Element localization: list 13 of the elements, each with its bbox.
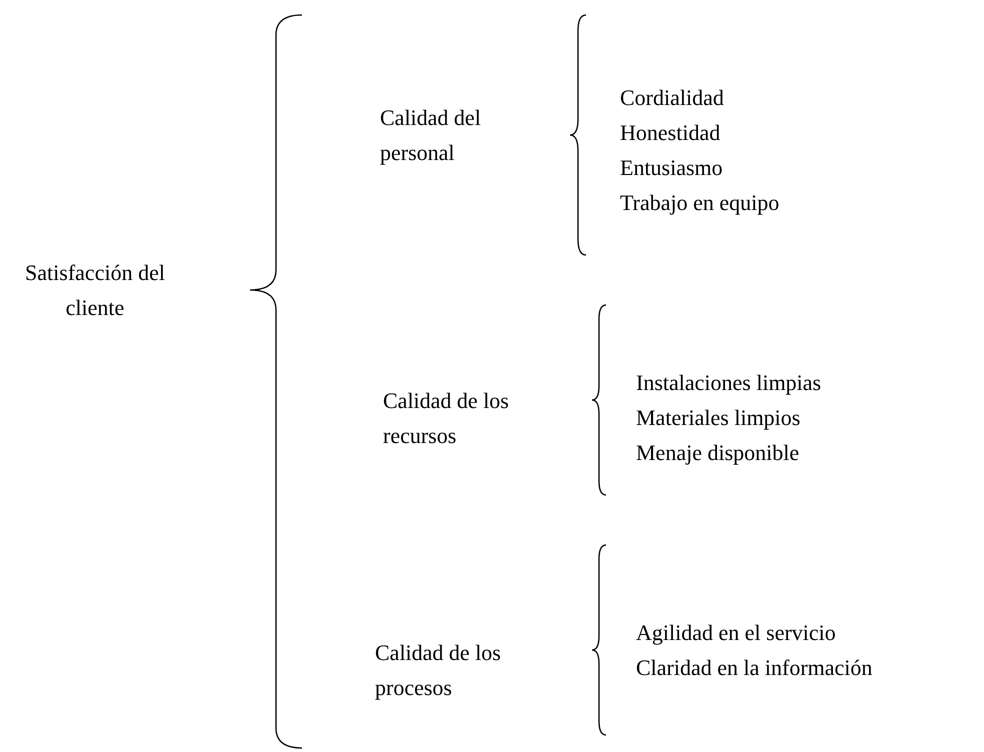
category-label: Calidad de los recursos bbox=[383, 387, 510, 450]
item-label: Instalaciones limpias bbox=[636, 369, 822, 397]
item-label: Materiales limpios bbox=[636, 404, 800, 432]
item-label: Agilidad en el servicio bbox=[636, 619, 836, 647]
item-label: Trabajo en equipo bbox=[620, 189, 780, 217]
item-label: Cordialidad bbox=[620, 84, 724, 112]
category-label: Calidad del personal bbox=[380, 104, 482, 167]
item-label: Claridad en la información bbox=[636, 654, 872, 682]
item-label: Honestidad bbox=[620, 119, 720, 147]
item-label: Menaje disponible bbox=[636, 439, 800, 467]
category-label: Calidad de los procesos bbox=[375, 639, 502, 702]
item-label: Entusiasmo bbox=[620, 154, 723, 182]
root-label: Satisfacción del cliente bbox=[24, 259, 166, 322]
